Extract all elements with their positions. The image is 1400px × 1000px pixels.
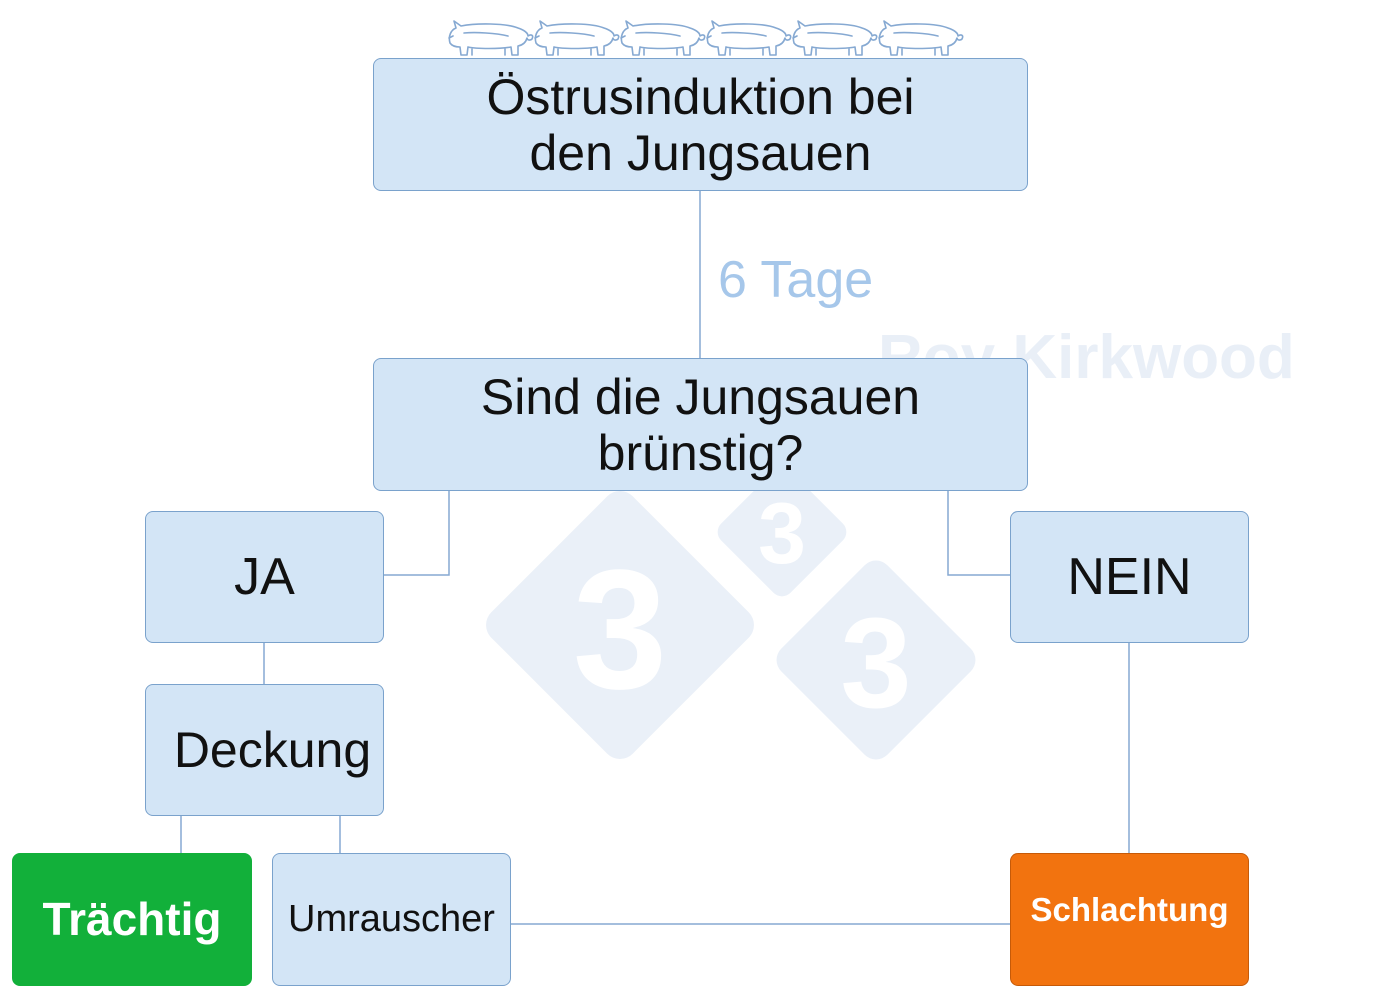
logo-diamond-medium: 3	[776, 560, 976, 760]
node-text-line: Östrusinduktion bei	[486, 68, 915, 125]
logo-digit: 3	[840, 592, 911, 735]
node-ja: JA	[145, 511, 384, 643]
node-text-line: brünstig?	[597, 424, 804, 481]
pig-icon	[706, 20, 792, 56]
connector-question-ja	[384, 491, 450, 576]
pig-icon	[620, 20, 706, 56]
node-label: Deckung	[173, 722, 372, 778]
node-label: NEIN	[1067, 547, 1192, 606]
node-nein: NEIN	[1010, 511, 1249, 643]
logo-diamond-large: 3	[486, 491, 754, 759]
node-oestrusinduktion: Östrusinduktion bei den Jungsauen	[373, 58, 1028, 191]
node-text-line: Sind die Jungsauen	[480, 368, 921, 425]
logo-digit: 3	[758, 486, 806, 582]
node-bruenstig-question: Sind die Jungsauen brünstig?	[373, 358, 1028, 491]
node-label: JA	[234, 547, 295, 606]
node-deckung: Deckung	[145, 684, 384, 816]
node-text-line: den Jungsauen	[529, 124, 872, 181]
edge-label-duration: 6 Tage	[718, 251, 874, 309]
node-umrauscher: Umrauscher	[272, 853, 511, 986]
logo-digit: 3	[573, 535, 668, 725]
node-schlachtung: Schlachtung	[1010, 853, 1249, 986]
pig-icon	[792, 20, 878, 56]
logo-diamond-small: 3	[717, 467, 847, 597]
pig-icon	[878, 20, 964, 56]
node-label: Schlachtung	[1030, 891, 1229, 928]
node-label: Umrauscher	[288, 898, 495, 941]
pig-icon	[534, 20, 620, 56]
connector-question-nein	[947, 491, 1010, 576]
node-traechtig: Trächtig	[12, 853, 252, 986]
node-label: Trächtig	[42, 892, 222, 945]
pig-icon	[448, 20, 534, 56]
